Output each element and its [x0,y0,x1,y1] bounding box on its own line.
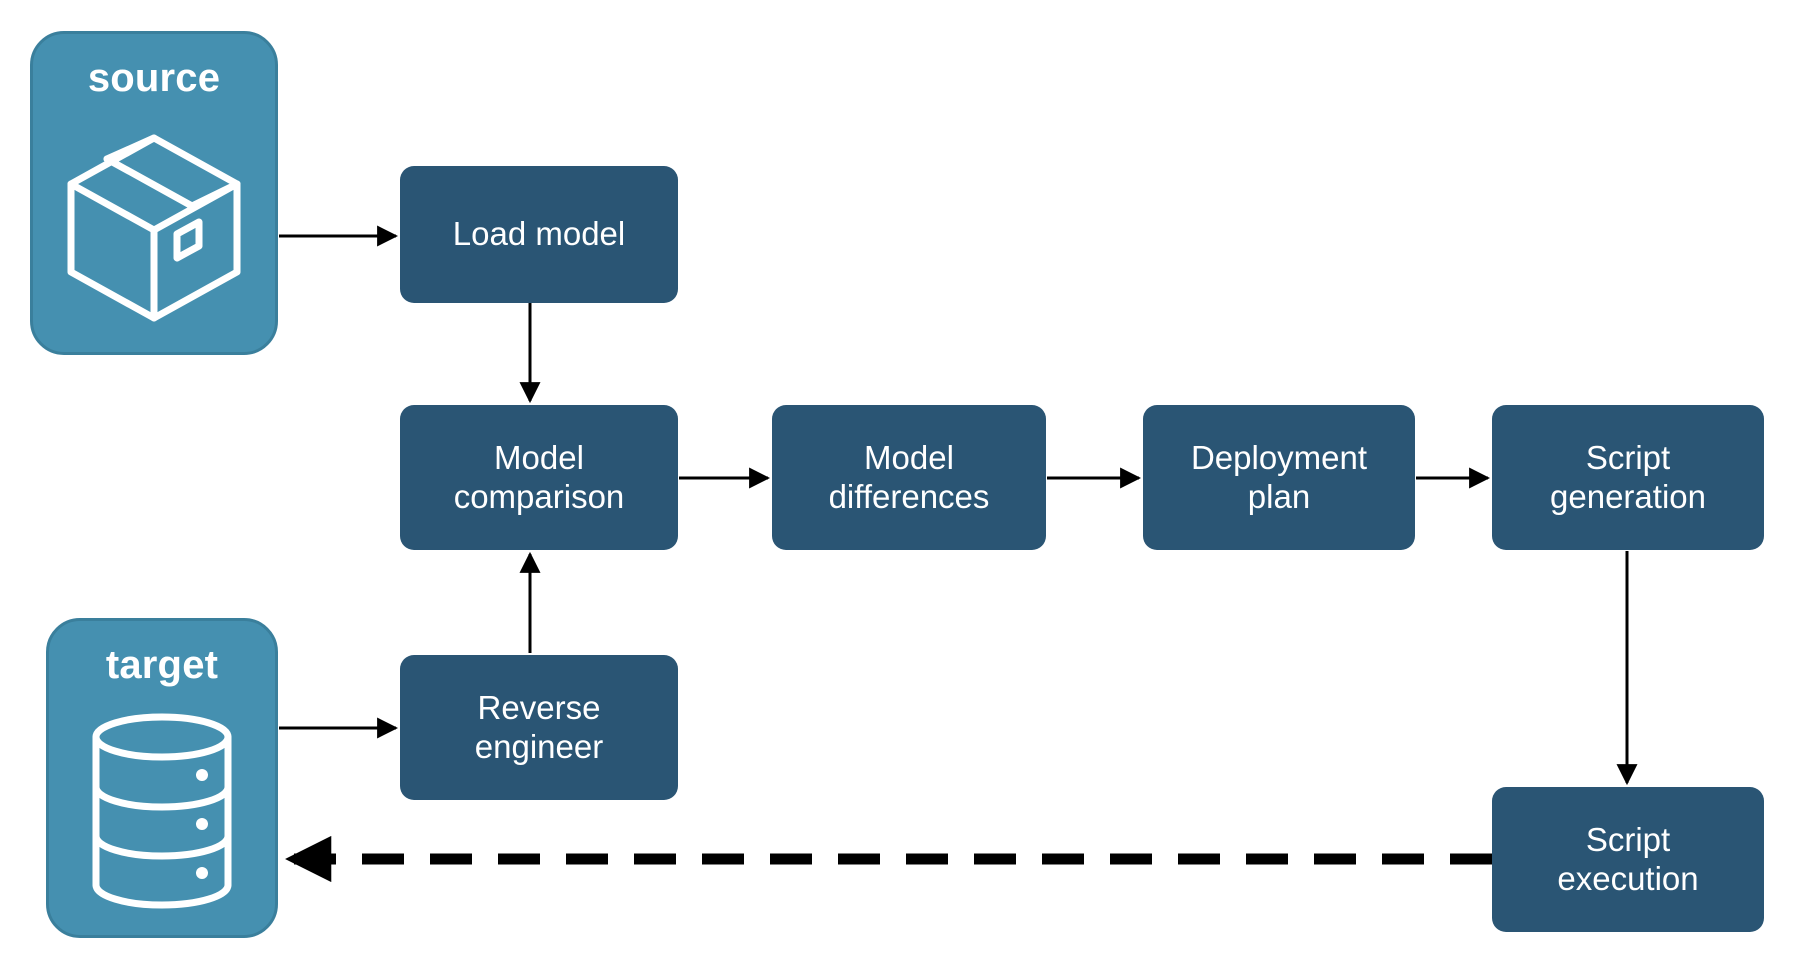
database-cylinder-icon [49,687,275,935]
node-reverse-engineer-label: Reverse engineer [474,688,604,765]
node-source-label: source [87,56,221,100]
node-script-execution-label: Script execution [1557,820,1699,897]
node-target[interactable]: target [46,618,278,938]
node-script-execution[interactable]: Script execution [1492,787,1764,932]
node-model-comparison-label: Model comparison [453,438,625,515]
package-box-icon [33,100,275,352]
node-model-differences-label: Model differences [828,438,990,515]
node-deployment-plan-label: Deployment plan [1190,438,1368,515]
node-script-generation[interactable]: Script generation [1492,405,1764,550]
node-load-model-label: Load model [452,215,626,253]
node-target-label: target [105,643,219,687]
node-load-model[interactable]: Load model [400,166,678,303]
node-deployment-plan[interactable]: Deployment plan [1143,405,1415,550]
node-model-differences[interactable]: Model differences [772,405,1046,550]
node-source[interactable]: source [30,31,278,355]
node-model-comparison[interactable]: Model comparison [400,405,678,550]
node-script-generation-label: Script generation [1550,438,1706,515]
node-reverse-engineer[interactable]: Reverse engineer [400,655,678,800]
